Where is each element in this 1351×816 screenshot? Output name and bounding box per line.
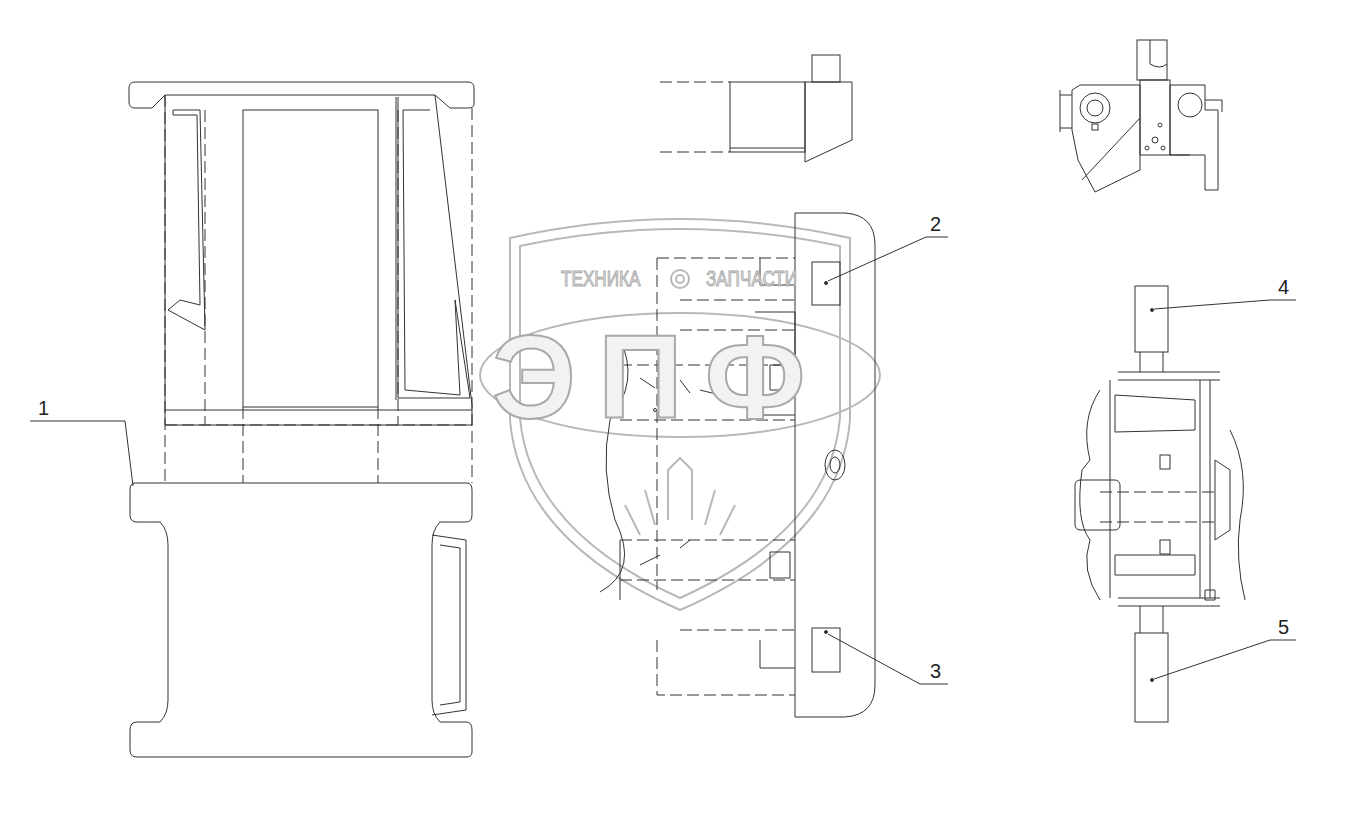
callout-number: 3 [930,661,941,681]
top-view [600,213,875,717]
watermark-logo: ЭПФ [492,318,827,436]
cab-side-view [129,82,474,483]
callout-number: 5 [1278,617,1289,637]
watermark-shield [480,219,880,610]
callout-number: 1 [38,398,49,418]
hinge-detail [1060,40,1222,192]
watermark-text: ТЕХНИКА [561,268,641,290]
side-detail [660,55,852,162]
plate-part [130,483,472,757]
watermark-text: ЗАПЧАСТИ [706,268,797,290]
callout-number: 2 [930,214,941,234]
callout-number: 4 [1278,277,1289,297]
leader-lines [30,237,1296,684]
